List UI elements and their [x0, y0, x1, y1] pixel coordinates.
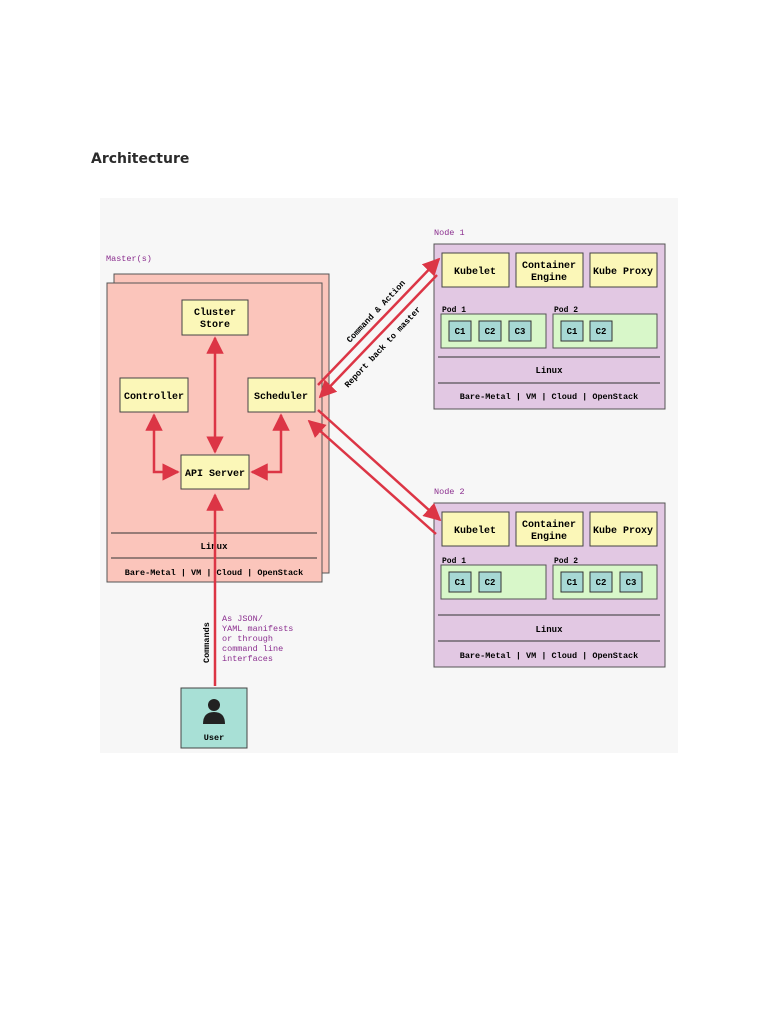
commands-label: Commands — [202, 622, 212, 663]
node2-infra-label: Bare-Metal | VM | Cloud | OpenStack — [460, 651, 639, 661]
controller-box — [119, 377, 189, 413]
node1-pod2-c1-box — [560, 320, 584, 342]
node2-kubelet-label: Kubelet — [454, 525, 496, 537]
node1-pod1-label: Pod 1 — [442, 306, 466, 315]
node1-pod2-label: Pod 2 — [554, 306, 578, 315]
node1-infra-label: Bare-Metal | VM | Cloud | OpenStack — [460, 392, 639, 402]
node1-pod1-c3: C3 — [515, 327, 526, 337]
node2-pod1-c2: C2 — [485, 578, 496, 588]
commands-note-line2: YAML manifests — [222, 624, 293, 634]
node2-proxy-label: Kube Proxy — [593, 525, 653, 537]
user-label: User — [204, 733, 224, 743]
user-icon — [203, 699, 225, 724]
node2-kubelet-box — [441, 511, 510, 547]
node2-pod2-c1: C1 — [567, 578, 578, 588]
node1-proxy-box — [589, 252, 658, 288]
node2-engine-line1: Container — [522, 519, 576, 531]
node1-pod2-c2-box — [589, 320, 613, 342]
node1-pod1-c1-box — [448, 320, 472, 342]
node1-pod1-c2: C2 — [485, 327, 496, 337]
node1-label: Node 1 — [434, 228, 465, 238]
node2-engine-line2: Engine — [531, 531, 567, 543]
report-back-arrow-node2 — [307, 419, 437, 535]
node2-proxy-box — [589, 511, 658, 547]
scheduler-label: Scheduler — [254, 391, 308, 403]
node1-pod1-c3-box — [508, 320, 532, 342]
cluster-store-line1: Cluster — [194, 307, 236, 319]
page-heading: Architecture — [91, 151, 190, 167]
node1-kubelet-label: Kubelet — [454, 266, 496, 278]
node2-pod1-c1: C1 — [455, 578, 466, 588]
command-action-arrow-node2 — [317, 409, 442, 522]
node1-os-label: Linux — [535, 366, 563, 376]
node2-pod2-label: Pod 2 — [554, 557, 578, 566]
node1-engine-line1: Container — [522, 260, 576, 272]
node2-pod2-c3: C3 — [626, 578, 637, 588]
scheduler-to-api-arrow — [250, 413, 290, 481]
commands-note-line1: As JSON/ — [222, 614, 263, 624]
node1-pod2-c2: C2 — [596, 327, 607, 337]
cluster-store-line2: Store — [200, 320, 230, 331]
report-back-arrow-node1 — [318, 274, 438, 399]
scheduler-node-arrows — [307, 257, 442, 535]
controller-to-api-arrow — [145, 413, 180, 481]
scheduler-box — [247, 377, 316, 413]
commands-note-line3: or through — [222, 634, 273, 644]
master-arrows — [145, 336, 290, 481]
api-server-box — [180, 454, 250, 490]
node2-pod1-label: Pod 1 — [442, 557, 466, 566]
node1-proxy-label: Kube Proxy — [593, 266, 653, 278]
node2-pod1-c2-box — [478, 571, 502, 593]
node1-pod1-c1: C1 — [455, 327, 466, 337]
command-action-arrow-node1 — [317, 257, 441, 386]
node2-pod1-c1-box — [448, 571, 472, 593]
controller-label: Controller — [124, 391, 184, 403]
node1-pod1-c2-box — [478, 320, 502, 342]
node2-pod2-c2-box — [589, 571, 613, 593]
node1-engine-box — [515, 252, 584, 288]
node1-pod2-c1: C1 — [567, 327, 578, 337]
node1-kubelet-box — [441, 252, 510, 288]
commands-note: As JSON/ YAML manifests or through comma… — [222, 614, 293, 664]
master-label: Master(s) — [106, 254, 152, 264]
node2-pod2-c3-box — [619, 571, 643, 593]
api-server-label: API Server — [185, 469, 245, 480]
node1-engine-line2: Engine — [531, 272, 567, 284]
node2-os-label: Linux — [535, 625, 563, 635]
node2-label: Node 2 — [434, 487, 465, 497]
cluster-store-box — [181, 299, 249, 336]
node2-pod2-c1-box — [560, 571, 584, 593]
commands-note-line4: command line — [222, 644, 283, 654]
commands-note-line5: interfaces — [222, 654, 273, 664]
node2-pod2-c2: C2 — [596, 578, 607, 588]
node2-engine-box — [515, 511, 584, 547]
